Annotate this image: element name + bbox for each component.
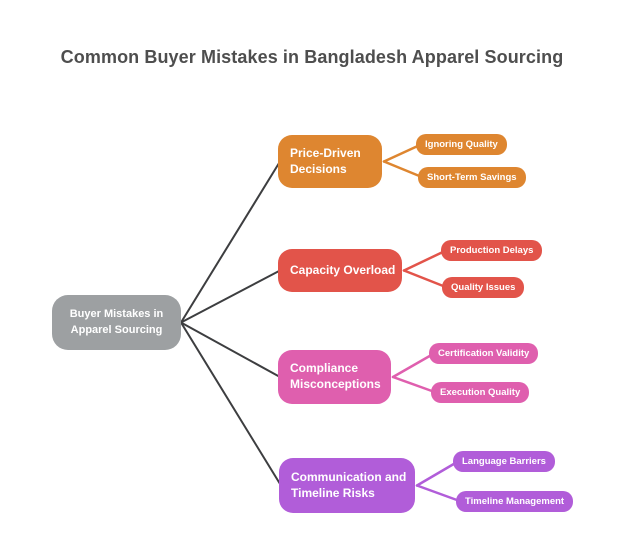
connector-line <box>402 269 449 289</box>
root-node-label: Buyer Mistakes in <box>69 308 164 321</box>
connector-line <box>180 160 281 324</box>
leaf-node: Execution Quality <box>431 382 530 403</box>
branch-node-label: Decisions <box>290 161 347 176</box>
connector-line <box>382 160 425 179</box>
connector-line <box>180 269 281 324</box>
connector-line <box>415 460 460 487</box>
branch-node-capacity-overload: Capacity Overload <box>278 249 402 292</box>
connector-line <box>180 321 281 378</box>
leaf-node: Production Delays <box>441 240 543 261</box>
root-node: Buyer Mistakes in Apparel Sourcing <box>52 295 181 350</box>
root-node-label: Apparel Sourcing <box>70 323 163 336</box>
branch-node-label: Price-Driven <box>290 145 361 160</box>
branch-node-label: Capacity Overload <box>290 262 396 277</box>
connector-line <box>391 375 438 394</box>
branch-node-label: Timeline Risks <box>291 485 375 500</box>
page-title: Common Buyer Mistakes in Bangladesh Appa… <box>60 47 564 67</box>
leaf-node: Certification Validity <box>429 343 539 364</box>
leaf-node: Ignoring Quality <box>416 134 507 155</box>
branch-node-label: Compliance <box>290 361 359 376</box>
connector-line <box>382 143 423 163</box>
leaf-node: Language Barriers <box>453 451 555 472</box>
connector-line <box>402 249 448 272</box>
connector-line <box>180 321 282 487</box>
connector-line <box>415 484 463 503</box>
leaf-node: Quality Issues <box>442 277 525 298</box>
connector-line <box>391 352 436 379</box>
leaf-node: Short-Term Savings <box>418 167 526 188</box>
branch-node-label: Communication and <box>291 469 407 484</box>
leaf-node: Timeline Management <box>456 491 574 512</box>
branch-node-label: Misconceptions <box>290 377 381 391</box>
